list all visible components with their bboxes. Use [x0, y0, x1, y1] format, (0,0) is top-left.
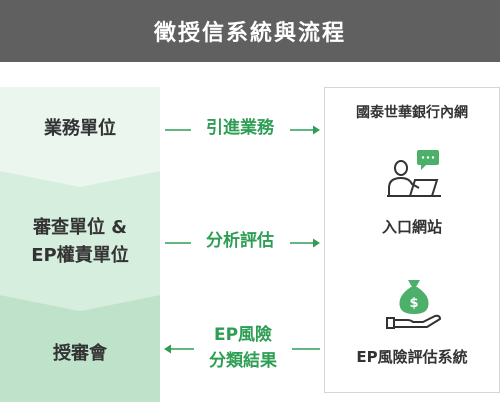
stage-business: 業務單位 [0, 115, 160, 143]
flow-1-label-text: 引進業務 [206, 118, 274, 138]
flow-2-label-text: 分析評估 [206, 231, 274, 251]
stage-backgrounds [0, 87, 160, 402]
stage-column: 業務單位 審查單位 & EP權責單位 授審會 [0, 87, 160, 402]
stage-business-label: 業務單位 [44, 118, 116, 139]
stage-bg-committee [0, 295, 160, 402]
flow-1-label: 引進業務 [193, 115, 287, 141]
flow-3-arrow-left-icon [164, 344, 194, 354]
flow-2-label: 分析評估 [193, 228, 287, 254]
stage-committee-label: 授審會 [53, 343, 107, 364]
stage-committee: 授審會 [0, 340, 160, 368]
user-chat-computer-icon [387, 150, 441, 197]
flow-1-line-left [165, 129, 191, 131]
page-header: 徵授信系統與流程 [0, 0, 500, 62]
stage-review-label-line1: 審查單位 & [33, 217, 127, 238]
stage-review-label-line2: EP權責單位 [31, 245, 129, 266]
flow-2-line-left [165, 242, 191, 244]
flow-3-label: EP風險 分類結果 [196, 322, 290, 374]
dollar-symbol: $ [409, 296, 418, 311]
systems-panel-title: 國泰世華銀行內網 [356, 105, 468, 121]
systems-panel: 國泰世華銀行內網 入口網站 $ EP風險評估系統 [324, 87, 500, 393]
flow-3-label-line1: EP風險 [213, 325, 273, 345]
portal-caption: 入口網站 [381, 218, 442, 236]
flow-3-label-line2: 分類結果 [209, 351, 277, 371]
stage-bg-business [0, 87, 160, 187]
page-title: 徵授信系統與流程 [153, 21, 346, 46]
money-bag-hand-icon: $ [386, 280, 441, 329]
risk-system-caption: EP風險評估系統 [356, 348, 468, 366]
stage-bg-review [0, 171, 160, 311]
flow-2-arrow-right-icon [290, 238, 320, 248]
stage-review: 審查單位 & EP權責單位 [0, 214, 160, 270]
flow-1-arrow-right-icon [290, 125, 320, 135]
flow-3-line-right [292, 348, 320, 350]
